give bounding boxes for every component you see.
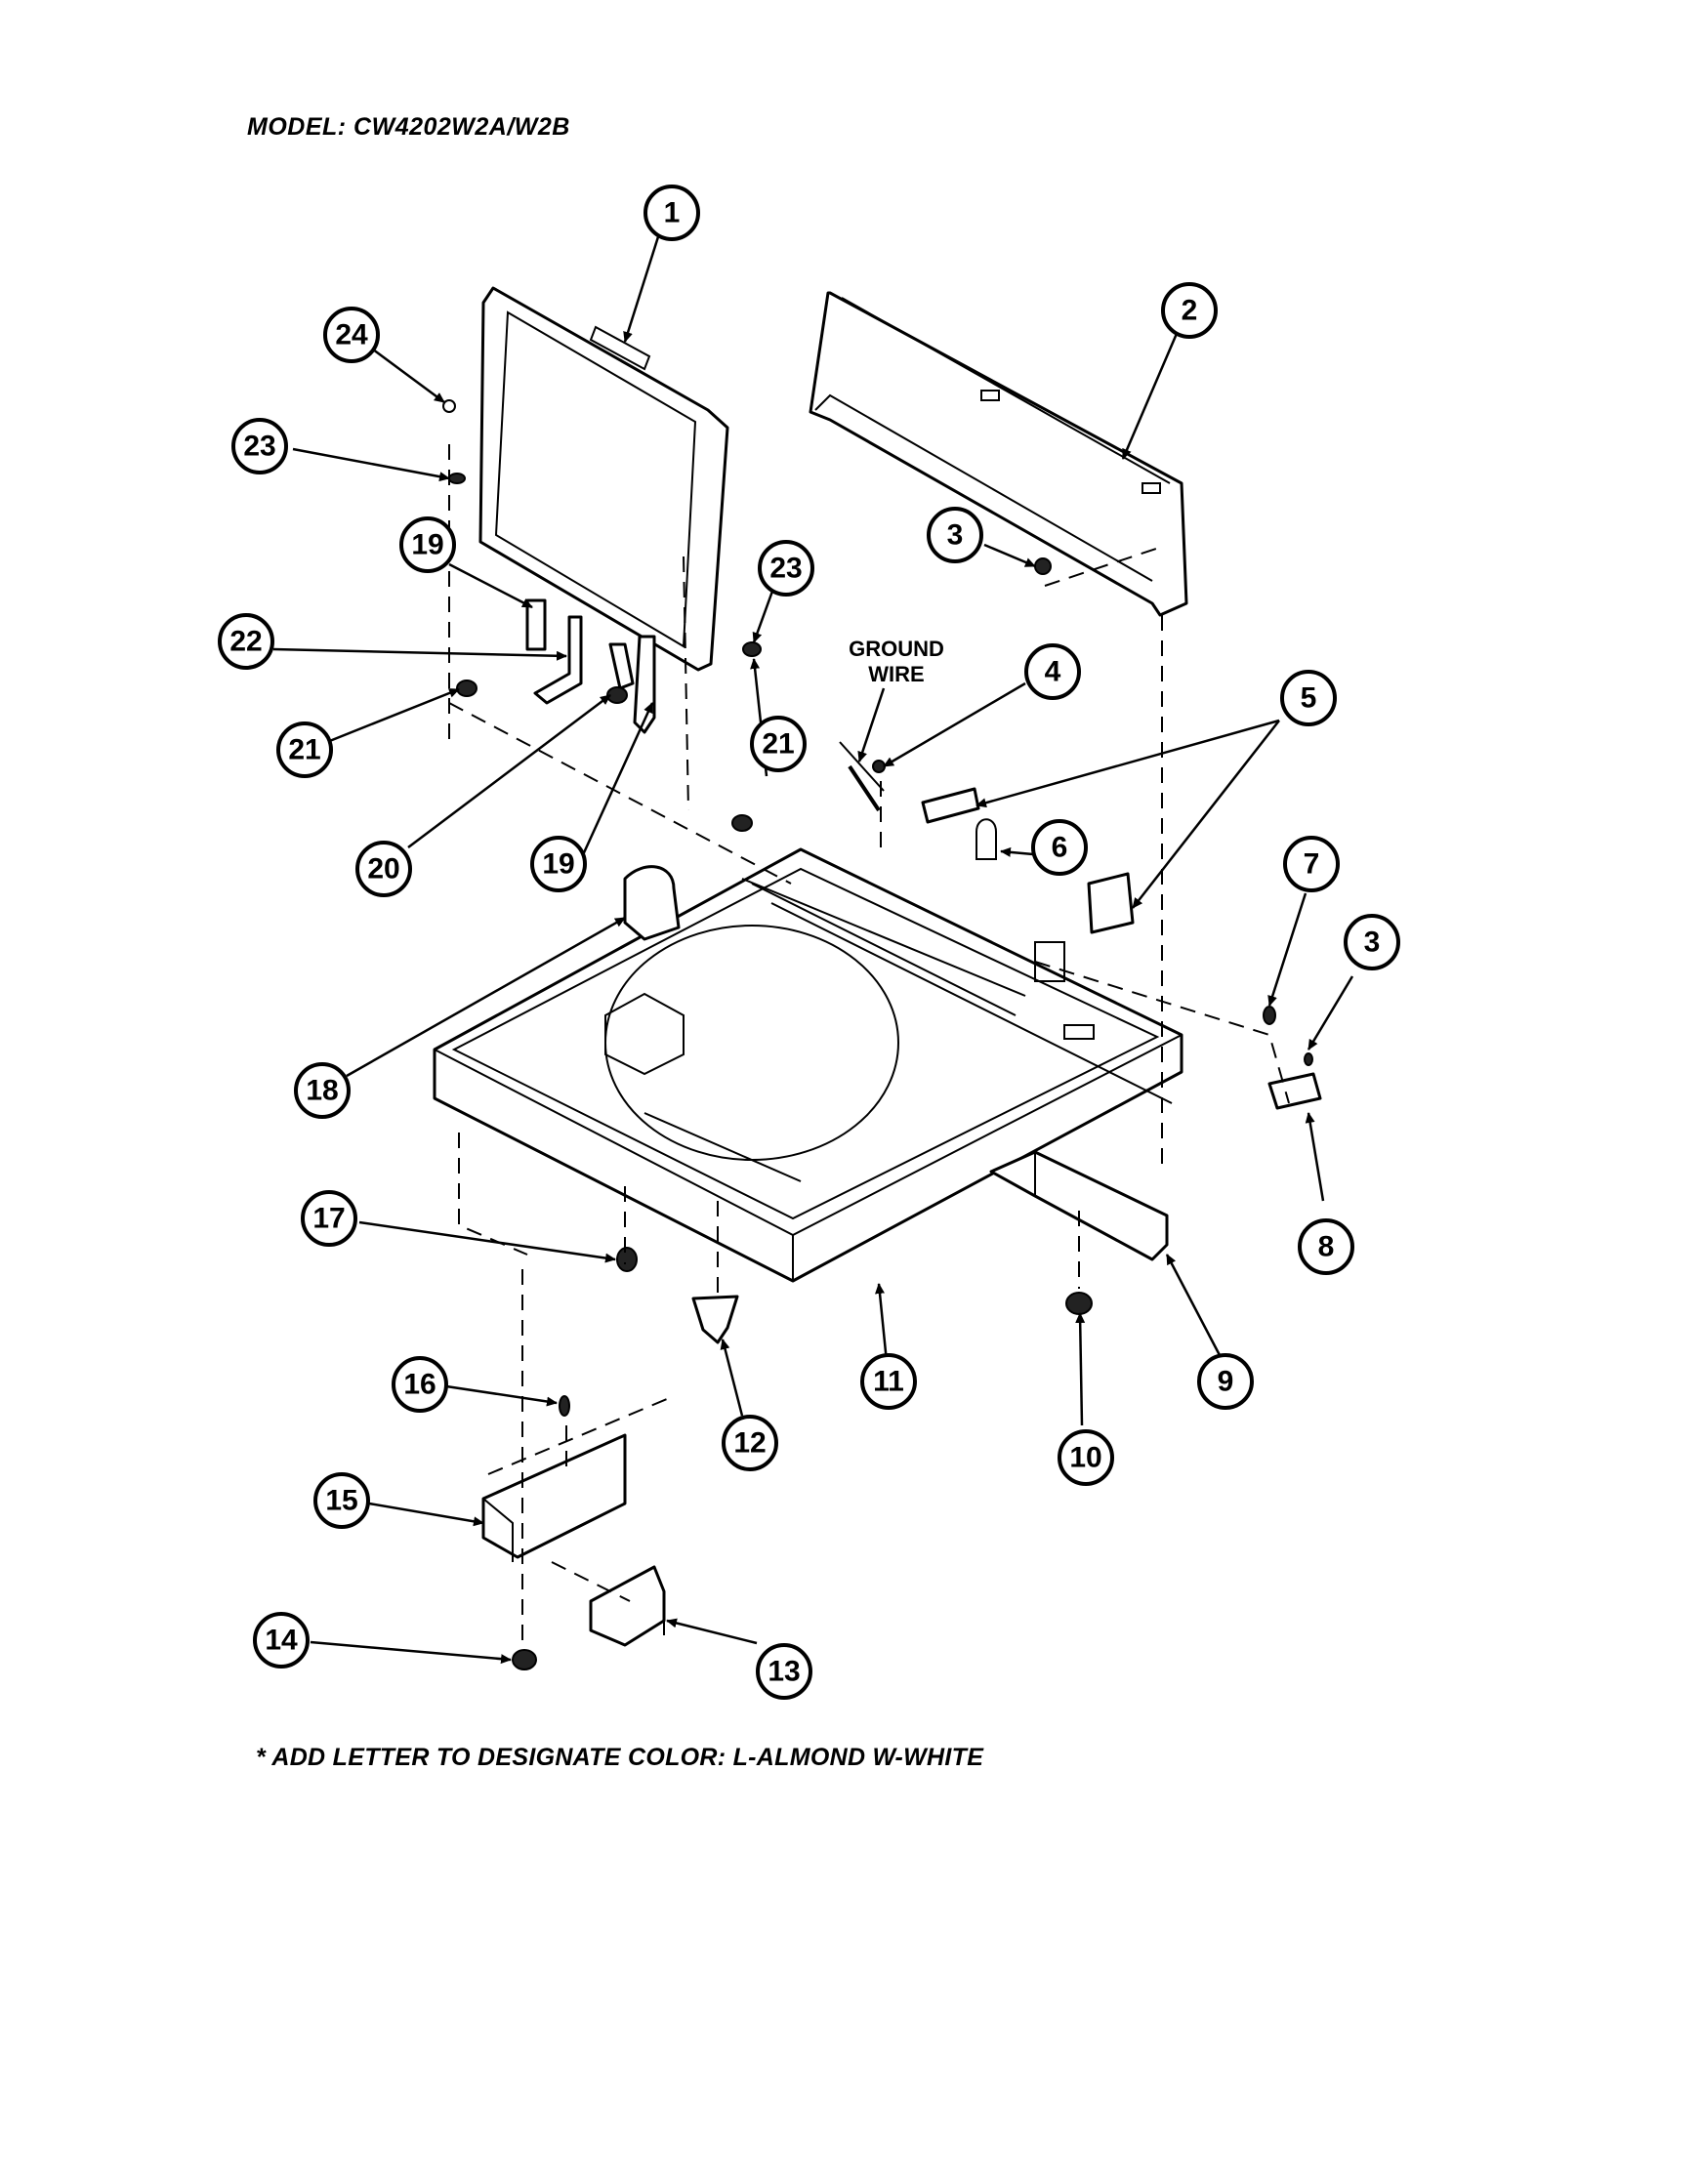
callout-8: 8 [1298, 1218, 1354, 1275]
callout-16: 16 [392, 1356, 448, 1413]
top-panel-part [433, 847, 1183, 1283]
callout-4: 4 [1024, 643, 1081, 700]
callout-14: 14 [253, 1612, 310, 1669]
assembly-guide-lines [448, 444, 1290, 1650]
callout-18: 18 [294, 1062, 351, 1119]
svg-text:21: 21 [288, 734, 320, 766]
svg-text:2: 2 [1182, 295, 1198, 327]
callout-24: 24 [323, 307, 380, 363]
callout-11: 11 [860, 1353, 917, 1410]
svg-text:13: 13 [768, 1656, 800, 1688]
svg-text:21: 21 [762, 728, 794, 761]
svg-text:19: 19 [411, 529, 443, 561]
svg-text:14: 14 [265, 1625, 298, 1657]
callout-6: 6 [1031, 819, 1088, 876]
callout-12: 12 [722, 1415, 778, 1471]
callout-13: 13 [756, 1643, 812, 1700]
color-footnote: * ADD LETTER TO DESIGNATE COLOR: L-ALMON… [256, 1744, 984, 1771]
callout-19a: 19 [399, 516, 456, 573]
svg-text:20: 20 [367, 853, 399, 886]
svg-text:5: 5 [1301, 682, 1317, 715]
callout-5: 5 [1280, 670, 1337, 726]
svg-text:15: 15 [325, 1485, 357, 1517]
misc-small-parts [442, 399, 1322, 1670]
callout-17: 17 [301, 1190, 357, 1247]
callout-15: 15 [313, 1472, 370, 1529]
svg-text:1: 1 [664, 197, 681, 229]
ground-wire-part: GROUND WIRE [848, 637, 944, 812]
svg-text:10: 10 [1069, 1442, 1101, 1474]
svg-text:4: 4 [1045, 656, 1061, 688]
callout-20: 20 [355, 841, 412, 897]
svg-text:8: 8 [1318, 1231, 1335, 1263]
callout-21a: 21 [276, 721, 333, 778]
svg-text:3: 3 [1364, 927, 1381, 959]
callout-3a: 3 [927, 507, 983, 563]
corner-brackets-part [481, 1433, 666, 1647]
bracket-part [989, 1150, 1169, 1261]
callout-3b: 3 [1344, 914, 1400, 970]
svg-text:18: 18 [306, 1075, 338, 1107]
svg-text:24: 24 [335, 319, 368, 351]
model-title: MODEL: CW4202W2A/W2B [247, 113, 570, 141]
svg-text:7: 7 [1304, 848, 1320, 881]
callout-23b: 23 [758, 540, 814, 597]
svg-text:11: 11 [873, 1366, 904, 1398]
rear-panel-part [809, 291, 1188, 617]
svg-text:16: 16 [403, 1369, 436, 1401]
callout-19b: 19 [530, 836, 587, 892]
svg-text:12: 12 [733, 1427, 766, 1460]
ground-wire-label-line2: WIRE [868, 662, 924, 686]
svg-text:3: 3 [947, 519, 964, 552]
callout-9: 9 [1197, 1353, 1254, 1410]
callout-7: 7 [1283, 836, 1340, 892]
svg-text:6: 6 [1052, 832, 1068, 864]
callout-10: 10 [1058, 1429, 1114, 1486]
lid-part [478, 286, 729, 672]
callout-21b: 21 [750, 716, 807, 772]
svg-text:23: 23 [769, 553, 802, 585]
svg-text:22: 22 [229, 626, 262, 658]
callout-22: 22 [218, 613, 274, 670]
callout-1: 1 [643, 185, 700, 241]
svg-text:17: 17 [312, 1203, 345, 1235]
svg-text:23: 23 [243, 431, 275, 463]
callout-2: 2 [1161, 282, 1218, 339]
svg-text:9: 9 [1218, 1366, 1234, 1398]
ground-wire-label-line1: GROUND [849, 637, 944, 661]
svg-text:19: 19 [542, 848, 574, 881]
callout-23a: 23 [231, 418, 288, 474]
